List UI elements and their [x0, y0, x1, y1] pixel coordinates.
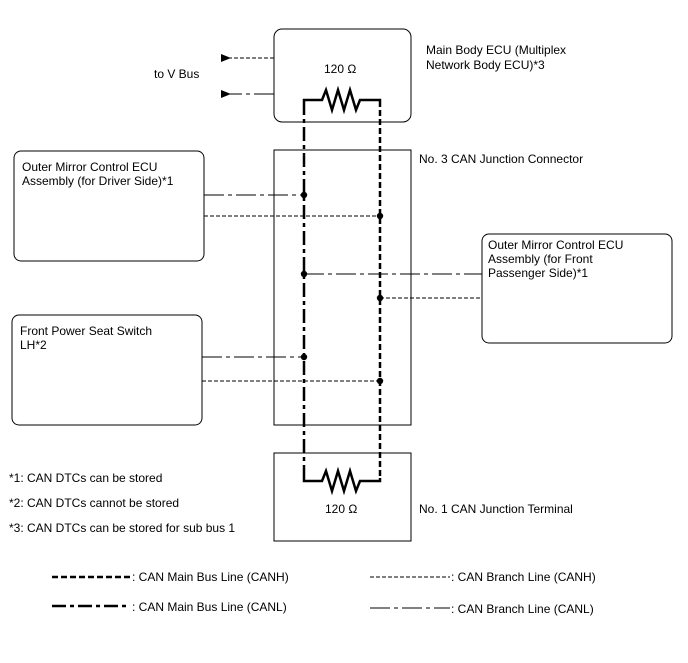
footnote-1: *1: CAN DTCs can be stored — [9, 471, 162, 485]
junction-dot — [300, 270, 308, 278]
junction-connector-box — [273, 149, 412, 426]
junction-dot — [300, 191, 308, 199]
mirror-driver-box — [13, 150, 205, 262]
mirror-passenger-label-2: Assembly (for Front — [488, 252, 593, 266]
footnote-2: *2: CAN DTCs cannot be stored — [9, 496, 179, 510]
junction-dot — [300, 353, 308, 361]
mirror-driver-label-1: Outer Mirror Control ECU — [22, 160, 157, 174]
resistor-bottom-label: 120 Ω — [325, 502, 357, 516]
junction-terminal-label: No. 1 CAN Junction Terminal — [419, 502, 573, 516]
junction-connector-label: No. 3 CAN Junction Connector — [419, 152, 583, 166]
footnote-3: *3: CAN DTCs can be stored for sub bus 1 — [9, 521, 235, 535]
legend-branch-canh-label: : CAN Branch Line (CANH) — [451, 570, 596, 584]
v-bus-label: to V Bus — [154, 67, 199, 81]
junction-dot — [376, 212, 384, 220]
legend-main-canh-label: : CAN Main Bus Line (CANH) — [132, 570, 289, 584]
junction-dot — [376, 294, 384, 302]
seat-switch-label-1: Front Power Seat Switch — [20, 324, 152, 338]
seat-switch-box — [11, 314, 203, 426]
mirror-passenger-box — [481, 233, 673, 344]
resistor-top-label: 120 Ω — [324, 62, 356, 76]
junction-terminal-box — [273, 452, 412, 542]
seat-switch-label-2: LH*2 — [20, 338, 47, 352]
legend-main-canl-label: : CAN Main Bus Line (CANL) — [132, 600, 287, 614]
resistor-top-symbol — [302, 85, 382, 115]
resistor-bottom-symbol — [302, 466, 382, 496]
mirror-passenger-label-1: Outer Mirror Control ECU — [488, 238, 623, 252]
main-body-ecu-label-2: Network Body ECU)*3 — [426, 58, 545, 72]
legend-branch-canl-label: : CAN Branch Line (CANL) — [451, 602, 594, 616]
main-body-ecu-label-1: Main Body ECU (Multiplex — [426, 43, 566, 57]
junction-dot — [376, 377, 384, 385]
mirror-driver-label-2: Assembly (for Driver Side)*1 — [22, 174, 174, 188]
mirror-passenger-label-3: Passenger Side)*1 — [488, 266, 588, 280]
